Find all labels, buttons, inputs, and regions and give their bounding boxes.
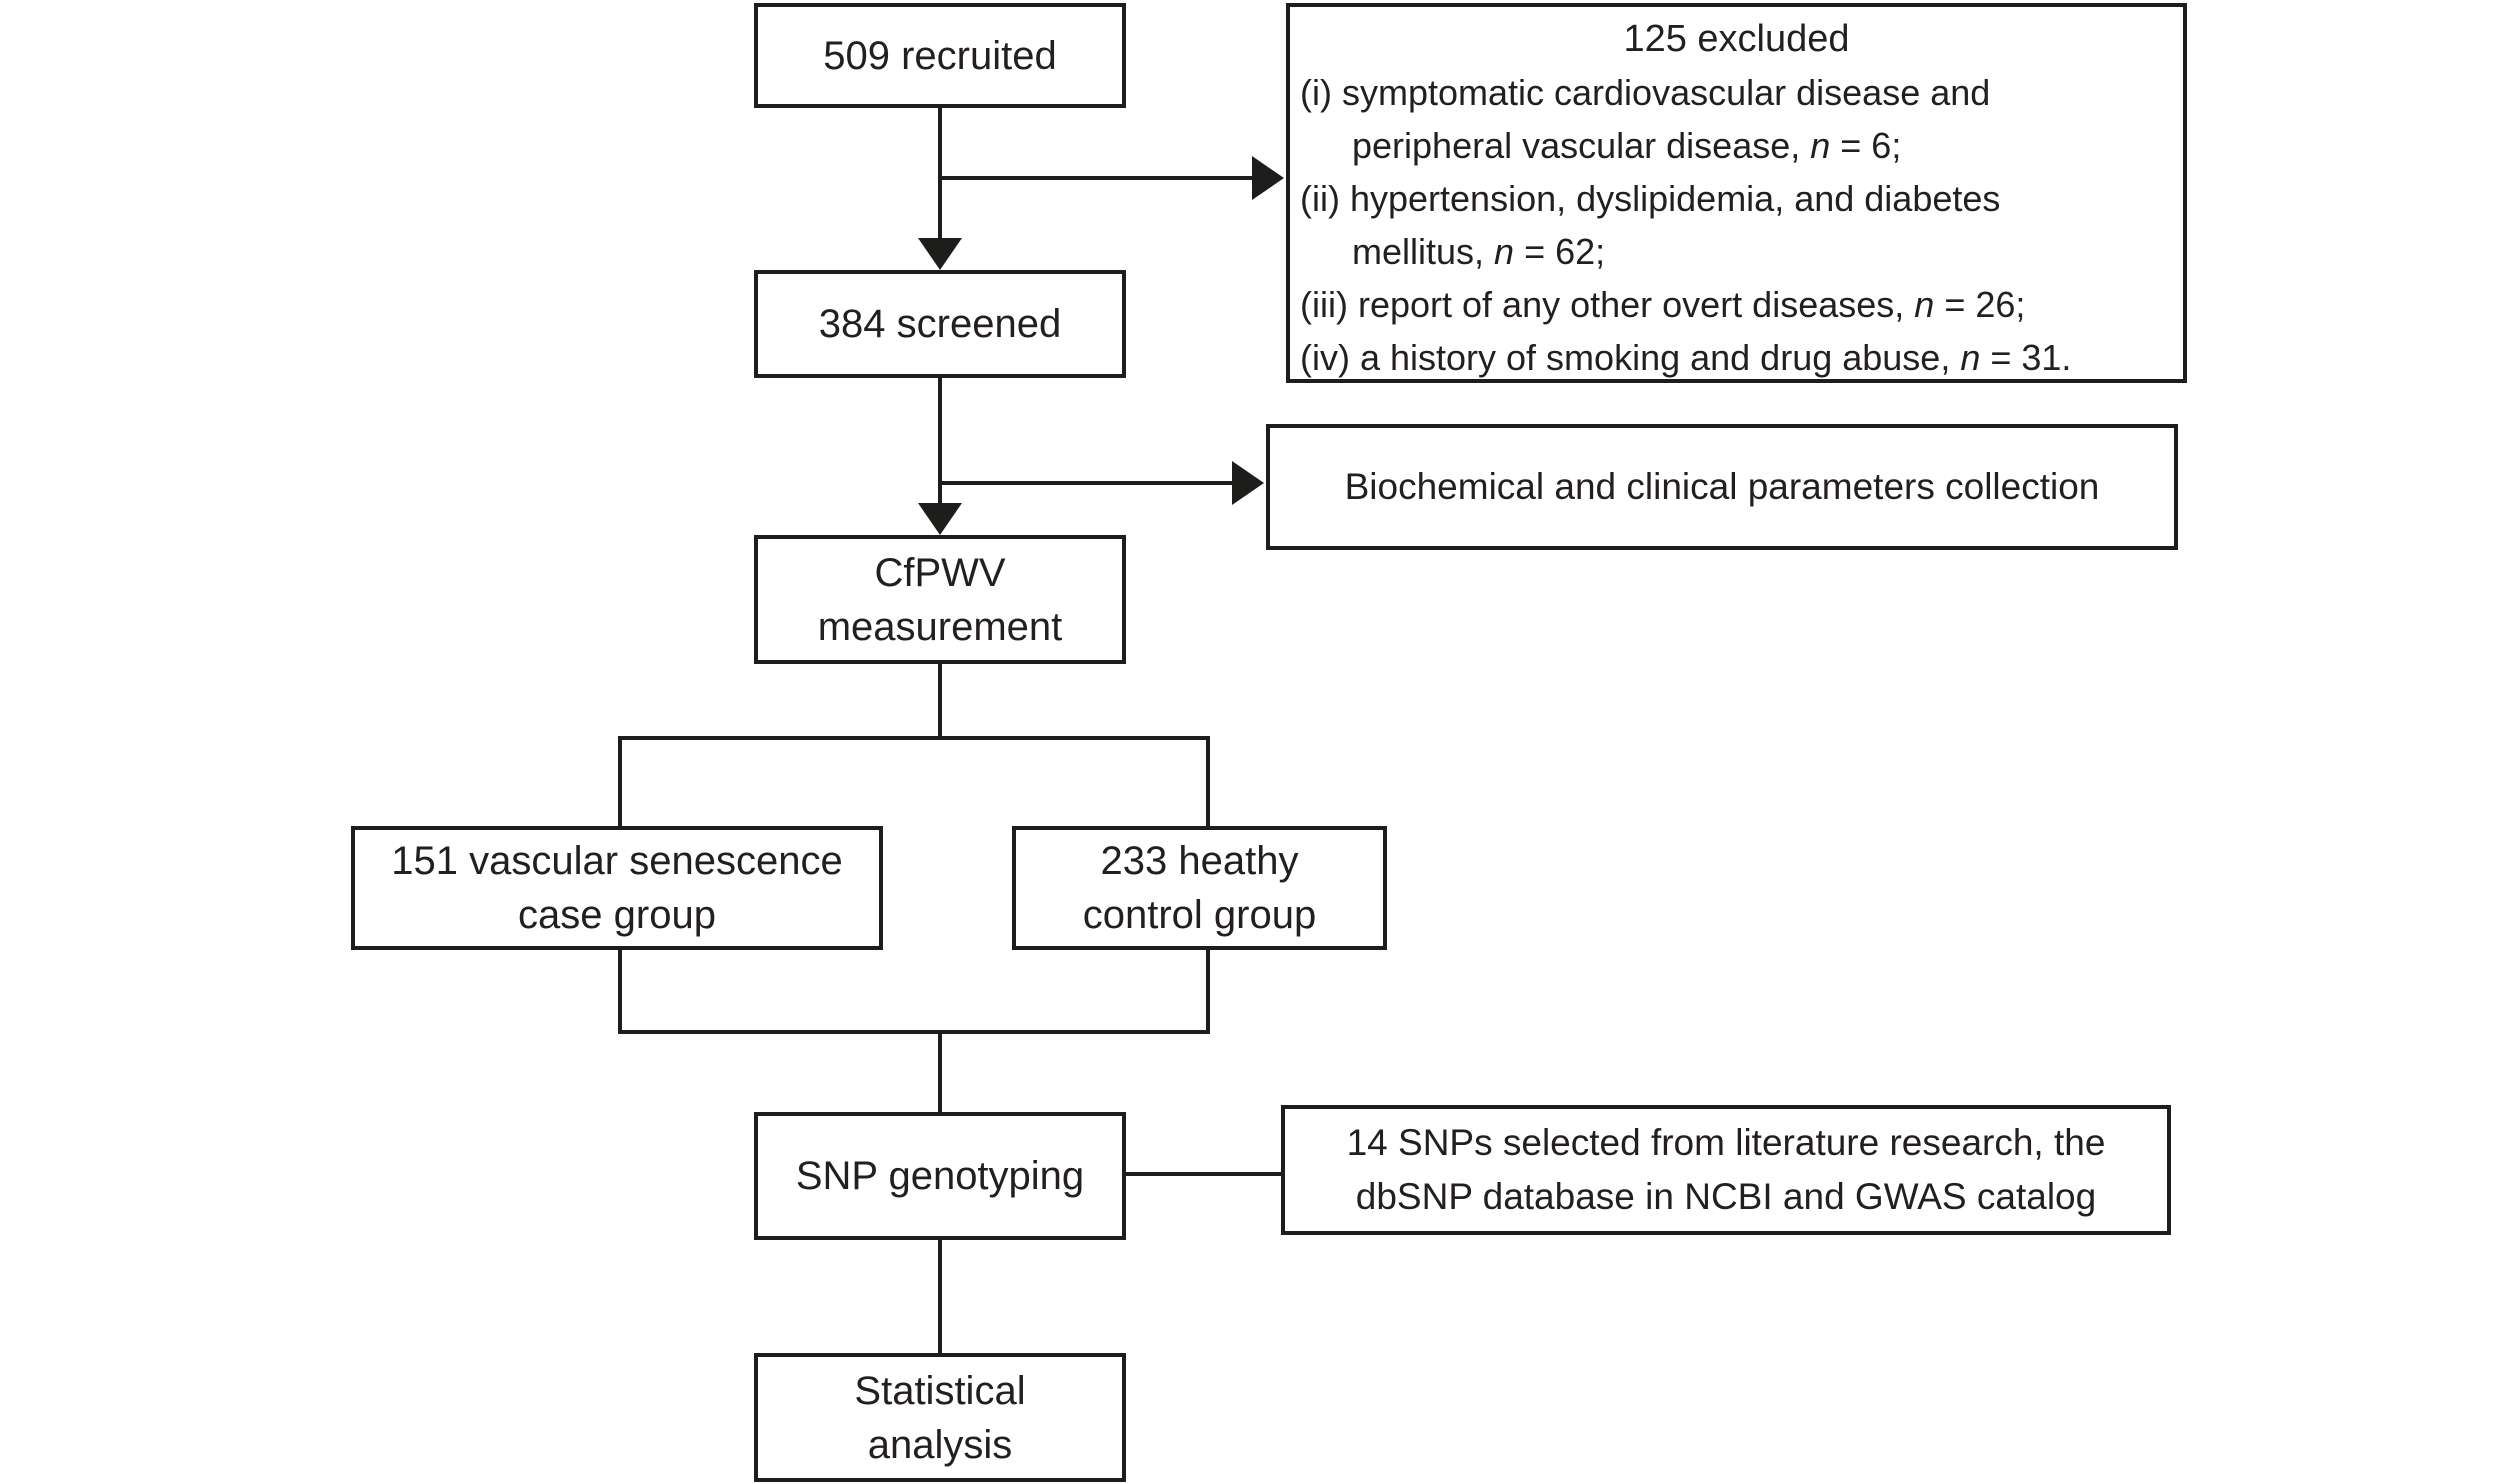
excluded-item-2-continued: mellitus, n = 62;: [1352, 231, 1606, 272]
arrow-right-icon: [1252, 156, 1284, 200]
snp-genotyping-label: SNP genotyping: [795, 1154, 1085, 1198]
branch-to-control-group: [1206, 736, 1210, 828]
control-group-label: 233 heathy control group: [1082, 839, 1317, 937]
box-recruited: 509 recruited: [754, 3, 1126, 108]
box-excluded: 125 excluded (i) symptomatic cardiovascu…: [1286, 3, 2187, 383]
screened-label: 384 screened: [818, 302, 1062, 346]
excluded-item-1-continued: peripheral vascular disease, n = 6;: [1352, 125, 1902, 166]
merge-bar-bottom: [618, 1030, 1210, 1034]
control-group-to-merge: [1206, 950, 1210, 1034]
merge-to-snp-genotyping: [938, 1030, 942, 1114]
arrow-down-icon: [918, 503, 962, 535]
connector-to-biochemical: [938, 481, 1234, 485]
branch-to-case-group: [618, 736, 622, 828]
connector-to-excluded: [938, 176, 1256, 180]
box-screened: 384 screened: [754, 270, 1126, 378]
excluded-item-2: (ii) hypertension, dyslipidemia, and dia…: [1300, 178, 2001, 219]
connector-screened-to-cfpwv: [938, 378, 942, 506]
cfpwv-label: CfPWV measurement: [817, 550, 1063, 649]
excluded-item-1: (i) symptomatic cardiovascular disease a…: [1300, 72, 1991, 113]
case-group-to-merge: [618, 950, 622, 1034]
connector-snp-to-snps14: [1126, 1172, 1284, 1176]
excluded-title: 125 excluded: [1623, 18, 1850, 60]
box-statistical-analysis: Statistical analysis: [754, 1353, 1126, 1482]
box-snps-selected: 14 SNPs selected from literature researc…: [1281, 1105, 2171, 1235]
branch-bar-top: [618, 736, 1210, 740]
case-group-label: 151 vascular senescence case group: [391, 839, 843, 937]
biochemical-label: Biochemical and clinical parameters coll…: [1344, 466, 2100, 507]
connector-cfpwv-to-branch: [938, 664, 942, 740]
connector-recruited-to-screened: [938, 108, 942, 240]
snps-selected-label: 14 SNPs selected from literature researc…: [1346, 1122, 2106, 1217]
statistical-label: Statistical analysis: [854, 1368, 1026, 1467]
box-case-group: 151 vascular senescence case group: [351, 826, 883, 950]
box-cfpwv-measurement: CfPWV measurement: [754, 535, 1126, 664]
box-biochemical-collection: Biochemical and clinical parameters coll…: [1266, 424, 2178, 550]
box-control-group: 233 heathy control group: [1012, 826, 1387, 950]
box-snp-genotyping: SNP genotyping: [754, 1112, 1126, 1240]
arrow-down-icon: [918, 238, 962, 270]
connector-snp-to-statistical: [938, 1240, 942, 1356]
excluded-item-3: (iii) report of any other overt diseases…: [1300, 284, 2026, 325]
excluded-item-4: (iv) a history of smoking and drug abuse…: [1300, 337, 2072, 378]
arrow-right-icon: [1232, 461, 1264, 505]
recruited-label: 509 recruited: [823, 33, 1057, 78]
